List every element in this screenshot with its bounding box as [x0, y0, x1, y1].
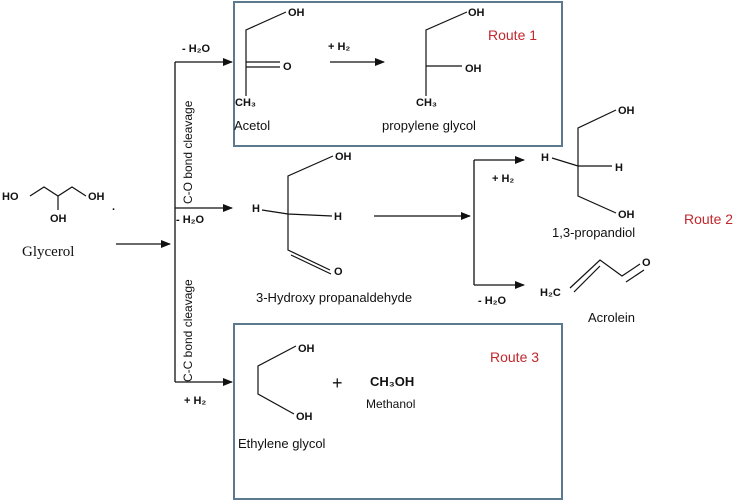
- propylene-glycol-ch3-label: CH₃: [416, 97, 437, 109]
- methanol-label: Methanol: [366, 397, 415, 411]
- minus-water-top: - H₂O: [182, 43, 211, 55]
- acetol-ch3-label: CH₃: [235, 97, 256, 109]
- acetol-oh-label: OH: [288, 7, 305, 19]
- route1-plus-h2: + H₂: [328, 41, 350, 53]
- glycerol-dot: .: [112, 201, 115, 213]
- acetol-label: Acetol: [234, 118, 270, 133]
- propandiol-h1-label: H: [541, 152, 549, 164]
- propandiol-oh1-label: OH: [618, 105, 635, 117]
- propylene-glycol-label: propylene glycol: [382, 118, 476, 133]
- glycerol-ho-label: HO: [2, 191, 19, 203]
- c-o-cleavage-label: C-O bond cleavage: [181, 100, 195, 204]
- hpa-h2-label: H: [334, 211, 342, 223]
- acrolein-o-label: O: [642, 257, 651, 269]
- ethylene-glycol-oh1-label: OH: [298, 343, 315, 355]
- hpa-o-label: O: [334, 266, 343, 278]
- propylene-glycol-oh1-label: OH: [468, 7, 485, 19]
- propandiol-oh2-label: OH: [618, 209, 635, 221]
- acrolein-label: Acrolein: [588, 310, 635, 325]
- hydroxypropanaldehyde-structure: OH H H O: [252, 151, 352, 278]
- route2-minus-water: - H₂O: [478, 295, 507, 307]
- propylene-glycol-oh2-label: OH: [465, 63, 482, 75]
- route1-box: [233, 1, 563, 147]
- plus-h2-bottom: + H₂: [184, 395, 206, 407]
- route3-box: [233, 323, 563, 500]
- hpa-label: 3-Hydroxy propanaldehyde: [256, 290, 412, 305]
- ethylene-glycol-structure: OH OH: [257, 343, 315, 423]
- route3-label: Route 3: [490, 349, 539, 365]
- route1-label: Route 1: [488, 27, 537, 43]
- glycerol-oh2-label: OH: [50, 213, 67, 225]
- ethylene-glycol-label: Ethylene glycol: [238, 436, 326, 451]
- acrolein-h2c-label: H₂C: [540, 287, 561, 299]
- glycerol-oh-label: OH: [88, 191, 105, 203]
- ethylene-glycol-oh2-label: OH: [296, 411, 313, 423]
- minus-water-mid: - H₂O: [176, 214, 205, 226]
- route2-plus-h2: + H₂: [492, 173, 514, 185]
- acrolein-structure: H₂C O: [540, 257, 651, 299]
- methanol-formula: CH₃OH: [370, 374, 414, 389]
- hpa-h1-label: H: [252, 203, 260, 215]
- propandiol-h2-label: H: [615, 162, 623, 174]
- glycerol-structure: HO OH OH .: [2, 186, 115, 225]
- c-c-cleavage-label: C-C bond cleavage: [181, 279, 195, 382]
- acetol-o-label: O: [283, 61, 292, 73]
- glycerol-label: Glycerol: [22, 244, 74, 260]
- propylene-glycol-structure: OH OH CH₃: [416, 7, 485, 109]
- plus-sign: +: [332, 373, 343, 393]
- propandiol-structure: OH H H OH: [541, 105, 635, 221]
- route2-label: Route 2: [684, 211, 733, 227]
- hpa-oh-label: OH: [335, 151, 352, 163]
- propandiol-label: 1,3-propandiol: [552, 225, 635, 240]
- acetol-structure: OH O CH₃: [235, 7, 305, 109]
